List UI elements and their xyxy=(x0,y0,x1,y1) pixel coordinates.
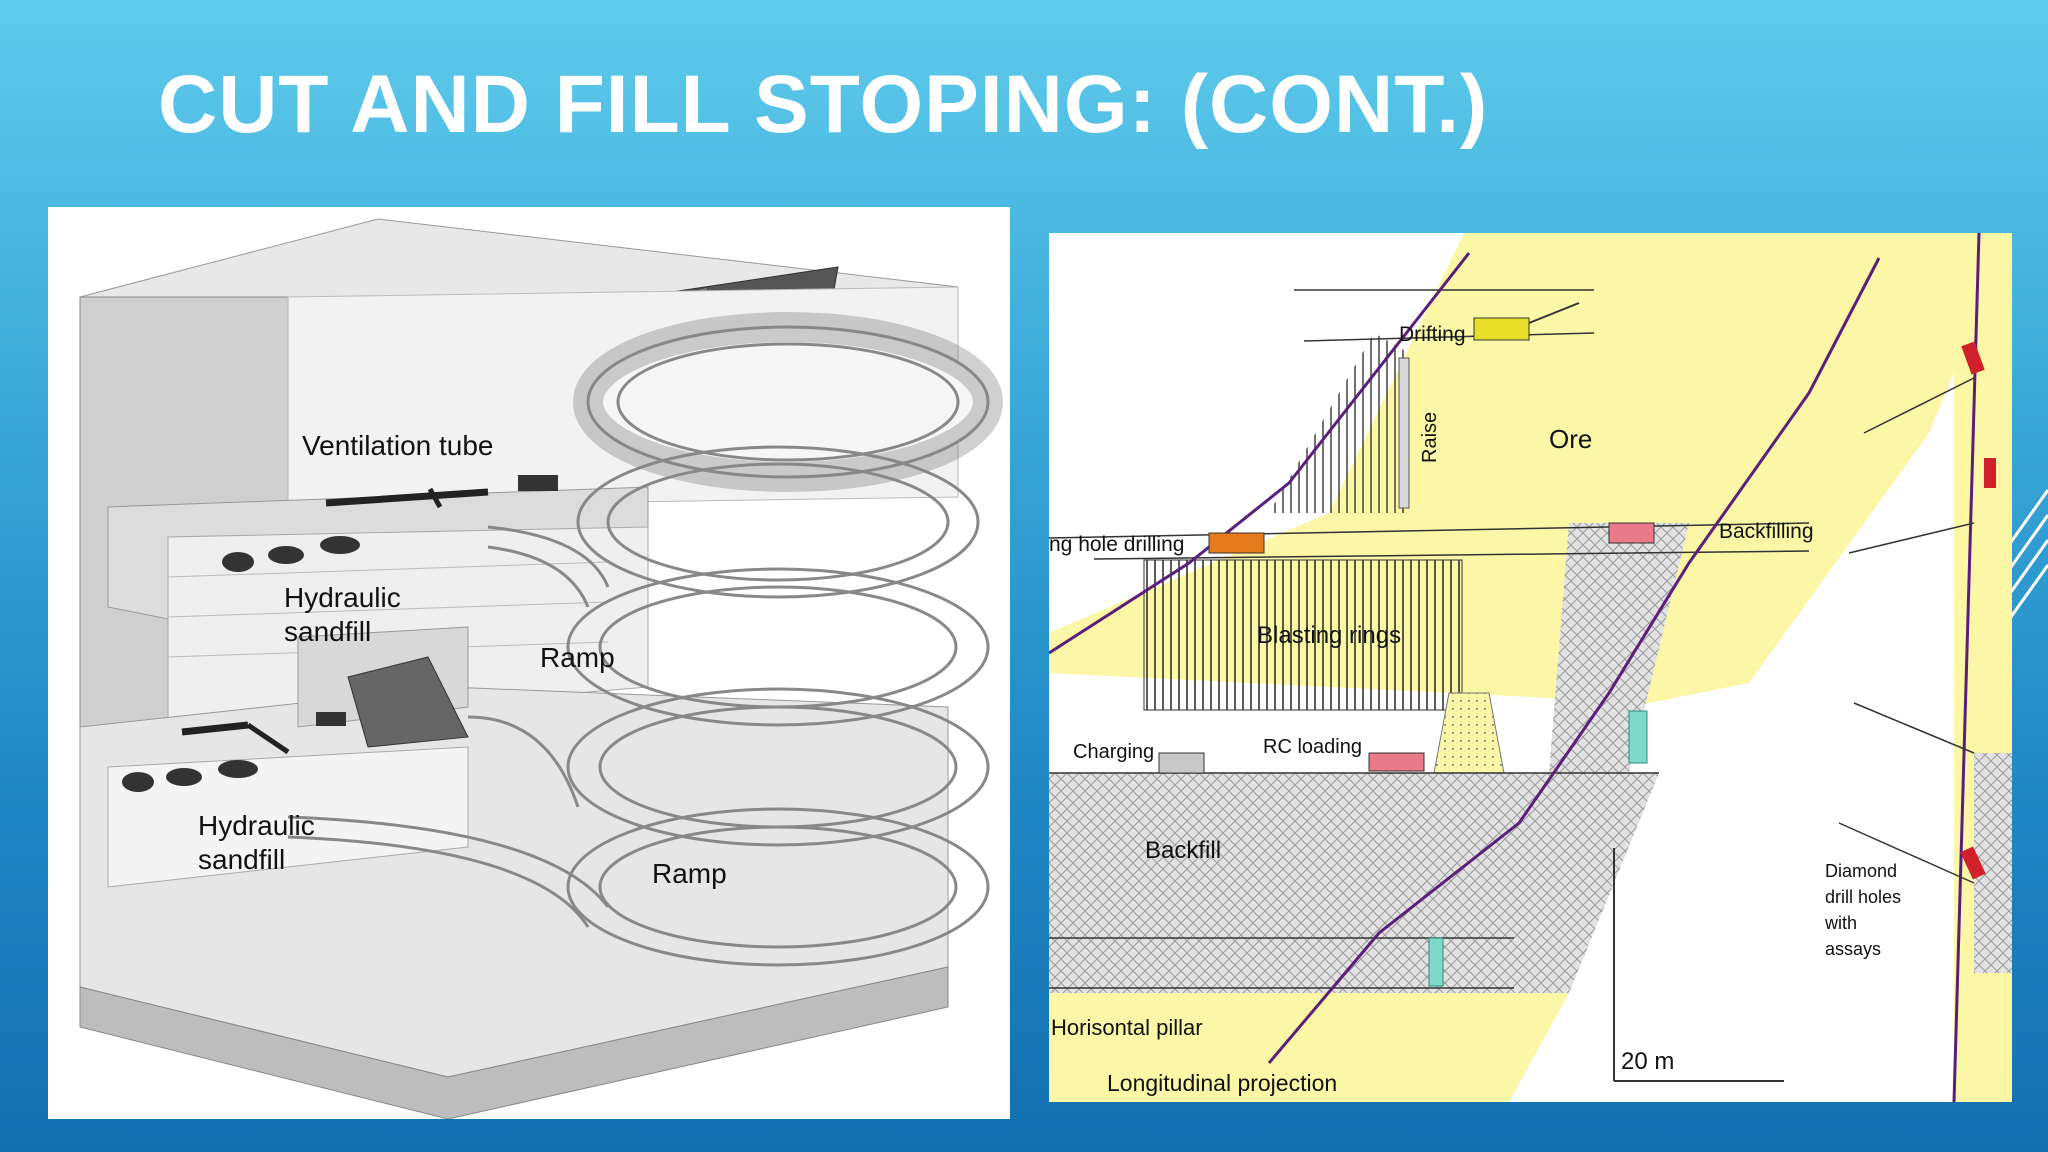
label-longitudinal-projection: Longitudinal projection xyxy=(1107,1070,1337,1096)
vehicle-drilling xyxy=(1208,532,1265,554)
label-diamond-1: Diamond xyxy=(1825,861,1897,881)
label-long-hole-drilling: ng hole drilling xyxy=(1049,533,1184,556)
vehicle-drifting xyxy=(1473,302,1580,341)
label-backfill: Backfill xyxy=(1145,837,1221,864)
label-diamond-4: assays xyxy=(1825,939,1881,959)
label-charging: Charging xyxy=(1073,741,1154,763)
label-blasting-rings: Blasting rings xyxy=(1257,622,1401,649)
label-diamond-3: with xyxy=(1824,913,1857,933)
label-backfilling: Backfilling xyxy=(1719,520,1814,543)
figure-3d-stope: Ventilation tube Hydraulic sandfill Ramp… xyxy=(48,207,1010,1119)
vehicle-charging xyxy=(1158,752,1205,774)
machines-upper xyxy=(222,475,558,572)
label-horisontal-pillar: Horisontal pillar xyxy=(1051,1015,1203,1040)
ventilation-tube-upper xyxy=(325,488,489,507)
label-ventilation-tube: Ventilation tube xyxy=(302,430,494,461)
label-ore: Ore xyxy=(1549,424,1592,454)
label-raise: Raise xyxy=(1419,412,1441,463)
figure-longitudinal-projection: Drifting Raise Ore ng hole drilling Back… xyxy=(1049,233,2012,1102)
label-hydraulic-upper: Hydraulic xyxy=(284,582,401,613)
stope-3d-diagram: Ventilation tube Hydraulic sandfill Ramp… xyxy=(79,218,1003,1119)
ore-boundary-left xyxy=(1049,252,1471,655)
machines-lower xyxy=(122,712,346,792)
vehicle-rc-loading xyxy=(1368,752,1425,772)
spiral-ramp xyxy=(287,312,1003,967)
label-ramp-lower: Ramp xyxy=(652,858,727,889)
label-drifting: Drifting xyxy=(1399,323,1466,346)
longitudinal-projection-diagram: Drifting Raise Ore ng hole drilling Back… xyxy=(1049,233,2012,1102)
label-scale: 20 m xyxy=(1621,1048,1674,1075)
label-ramp-upper: Ramp xyxy=(540,642,615,673)
label-sandfill-lower: sandfill xyxy=(198,844,285,875)
label-diamond-2: drill holes xyxy=(1825,887,1901,907)
vehicle-backfilling xyxy=(1608,522,1655,544)
ore-boundary-right xyxy=(1267,257,1881,1064)
label-hydraulic-lower: Hydraulic xyxy=(198,810,315,841)
label-rc-loading: RC loading xyxy=(1263,736,1362,758)
label-sandfill-upper: sandfill xyxy=(284,616,371,647)
slide-title: CUT AND FILL STOPING: (CONT.) xyxy=(158,59,1489,150)
ventilation-tube-lower xyxy=(181,721,249,736)
